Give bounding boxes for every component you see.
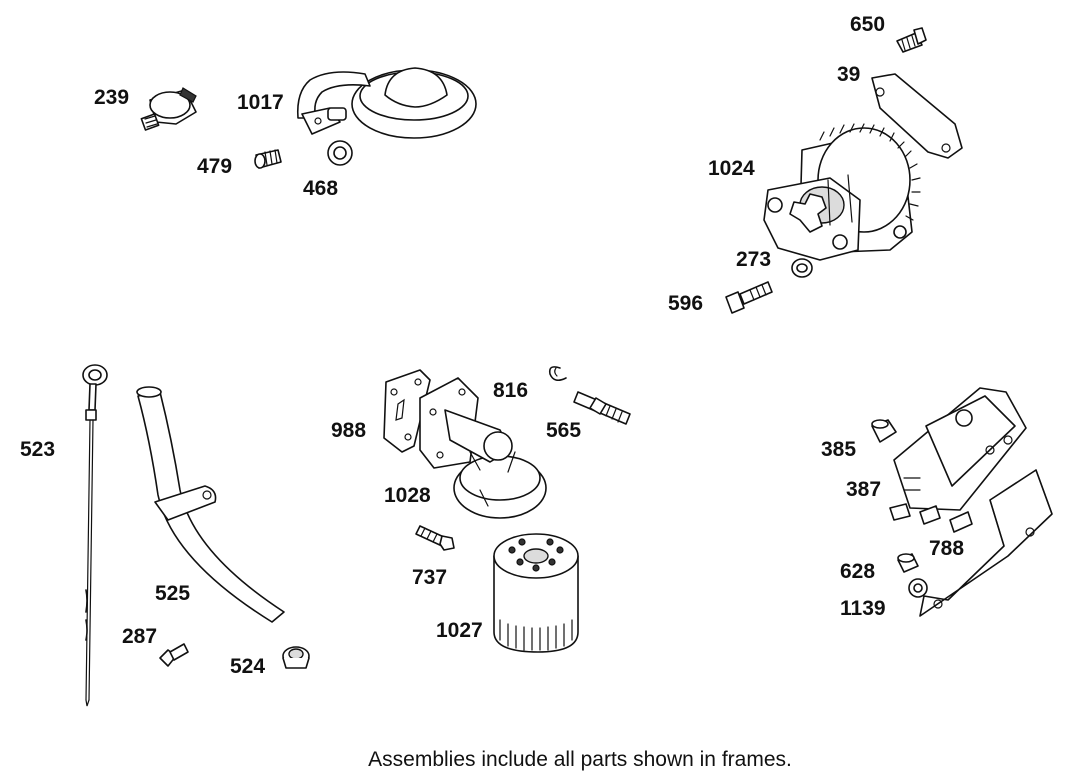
label-239: 239 (94, 86, 129, 109)
label-650: 650 (850, 13, 885, 36)
part-737-bolt (415, 525, 455, 551)
part-788-bracket (919, 469, 1053, 617)
part-816-ring (548, 366, 567, 382)
label-525: 525 (155, 582, 190, 605)
label-565: 565 (546, 419, 581, 442)
label-468: 468 (303, 177, 338, 200)
label-788: 788 (929, 537, 964, 560)
part-239-oil-pressure-switch (140, 87, 197, 131)
label-1017: 1017 (237, 91, 284, 114)
label-39: 39 (837, 63, 860, 86)
label-387: 387 (846, 478, 881, 501)
label-628: 628 (840, 560, 875, 583)
label-1027: 1027 (436, 619, 483, 642)
part-1024-oil-pump (763, 123, 921, 261)
label-1139: 1139 (840, 597, 886, 620)
label-523: 523 (20, 438, 55, 461)
label-287: 287 (122, 625, 157, 648)
part-387-fuel-pump (889, 387, 1027, 525)
part-39-gasket (871, 73, 963, 159)
label-479: 479 (197, 155, 232, 178)
label-816: 816 (493, 379, 528, 402)
part-287-screw (159, 643, 189, 667)
part-1028-filter-adapter (419, 377, 547, 519)
part-385-plug (871, 419, 897, 443)
part-628-screw (897, 553, 919, 573)
label-1024: 1024 (708, 157, 755, 180)
part-565-stud (573, 391, 631, 425)
part-524-grommet (282, 646, 310, 669)
part-525-dipstick-tube (136, 386, 285, 623)
label-988: 988 (331, 419, 366, 442)
part-988-gasket (383, 369, 431, 453)
label-737: 737 (412, 566, 447, 589)
label-273: 273 (736, 248, 771, 271)
part-468-washer (327, 140, 353, 166)
caption: Assemblies include all parts shown in fr… (368, 748, 792, 771)
part-273-washer (791, 258, 813, 278)
part-1027-oil-filter (493, 533, 579, 653)
part-1139-washer (908, 578, 928, 598)
part-596-bolt (725, 281, 773, 314)
label-596: 596 (668, 292, 703, 315)
part-479-fitting (254, 149, 282, 169)
label-524: 524 (230, 655, 265, 678)
part-523-dipstick (82, 364, 108, 707)
part-650-screw (896, 27, 927, 53)
label-385: 385 (821, 438, 856, 461)
label-1028: 1028 (384, 484, 431, 507)
part-1017-oil-pickup (296, 67, 477, 139)
